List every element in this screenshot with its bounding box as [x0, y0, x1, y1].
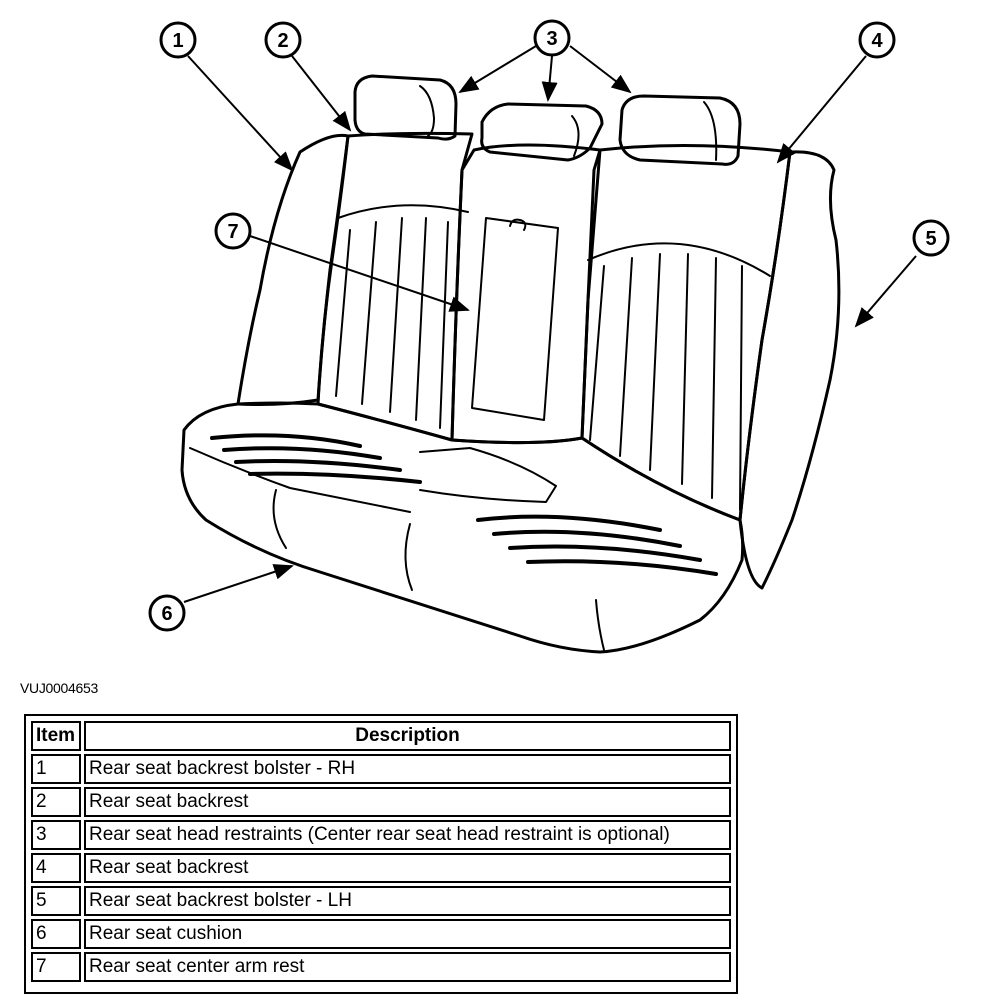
- svg-text:7: 7: [227, 221, 238, 243]
- seat-diagram: 1 2 3 4 5 6 7: [148, 19, 950, 654]
- header-item: Item: [31, 721, 81, 751]
- armrest-panel: [450, 143, 602, 445]
- row-item: 7: [31, 952, 81, 982]
- header-description: Description: [84, 721, 731, 751]
- bolster-lh: [738, 150, 841, 590]
- row-description: Rear seat backrest: [84, 853, 731, 883]
- table-row: 5 Rear seat backrest bolster - LH: [31, 886, 731, 916]
- row-description: Rear seat center arm rest: [84, 952, 731, 982]
- table-row: 7 Rear seat center arm rest: [31, 952, 731, 982]
- row-description: Rear seat cushion: [84, 919, 731, 949]
- callout-4: 4: [858, 21, 896, 59]
- row-item: 4: [31, 853, 81, 883]
- callout-2: 2: [264, 21, 302, 59]
- legend: Item Description 1 Rear seat backrest bo…: [28, 718, 734, 985]
- row-item: 1: [31, 754, 81, 784]
- svg-text:1: 1: [172, 30, 183, 52]
- cushion: [180, 401, 745, 654]
- armrest-door: [471, 217, 559, 421]
- callout-arrows: [183, 45, 917, 603]
- row-description: Rear seat backrest bolster - LH: [84, 886, 731, 916]
- table-row: 6 Rear seat cushion: [31, 919, 731, 949]
- head-restraint-left: [353, 74, 458, 141]
- callout-5: 5: [912, 219, 950, 257]
- row-item: 3: [31, 820, 81, 850]
- callout-7: 7: [214, 212, 252, 250]
- table-row: 2 Rear seat backrest: [31, 787, 731, 817]
- row-item: 2: [31, 787, 81, 817]
- seat-illustration: [180, 74, 841, 654]
- svg-text:4: 4: [871, 30, 883, 52]
- head-restraint-center: [480, 102, 604, 162]
- callout-1: 1: [159, 21, 197, 59]
- svg-text:3: 3: [546, 28, 557, 50]
- row-item: 6: [31, 919, 81, 949]
- table-row: 3 Rear seat head restraints (Center rear…: [31, 820, 731, 850]
- svg-text:2: 2: [277, 30, 288, 52]
- table-row: 4 Rear seat backrest: [31, 853, 731, 883]
- row-description: Rear seat head restraints (Center rear s…: [84, 820, 731, 850]
- svg-text:6: 6: [161, 603, 172, 625]
- table-row: 1 Rear seat backrest bolster - RH: [31, 754, 731, 784]
- row-description: Rear seat backrest bolster - RH: [84, 754, 731, 784]
- callout-3: 3: [533, 19, 571, 57]
- legend-header-row: Item Description: [31, 721, 731, 751]
- row-item: 5: [31, 886, 81, 916]
- row-description: Rear seat backrest: [84, 787, 731, 817]
- legend-table: Item Description 1 Rear seat backrest bo…: [24, 714, 738, 994]
- callout-6: 6: [148, 594, 186, 632]
- svg-text:5: 5: [925, 228, 936, 250]
- head-restraint-right: [618, 94, 742, 166]
- figure-id: VUJ0004653: [20, 680, 98, 696]
